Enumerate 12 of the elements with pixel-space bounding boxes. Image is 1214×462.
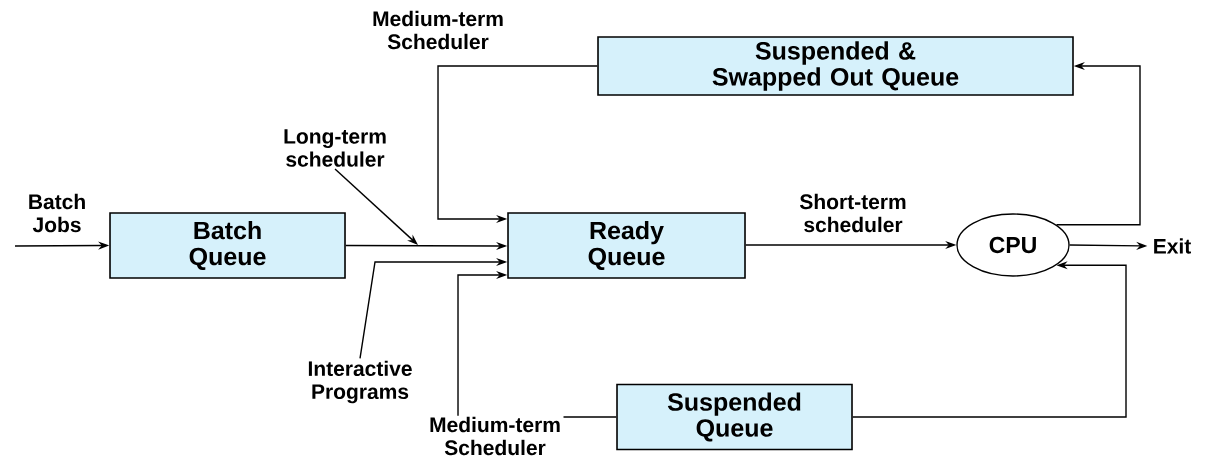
- edge-label: Batch Jobs: [21, 192, 93, 234]
- edge-label: Short-term scheduler: [784, 192, 922, 234]
- edge-label: Medium-term Scheduler: [426, 415, 564, 457]
- queue-box: Suspended Queue: [616, 383, 853, 451]
- exit-label: Exit: [1147, 236, 1197, 256]
- queue-box: Ready Queue: [507, 212, 746, 279]
- source-label: Interactive Programs: [295, 358, 425, 406]
- edge-label: Medium-term Scheduler: [369, 9, 507, 51]
- queue-box: Suspended & Swapped Out Queue: [597, 36, 1074, 96]
- queue-box: Batch Queue: [109, 212, 346, 279]
- scheduler-label: Long-term scheduler: [273, 127, 397, 169]
- leader-line: [334, 168, 418, 245]
